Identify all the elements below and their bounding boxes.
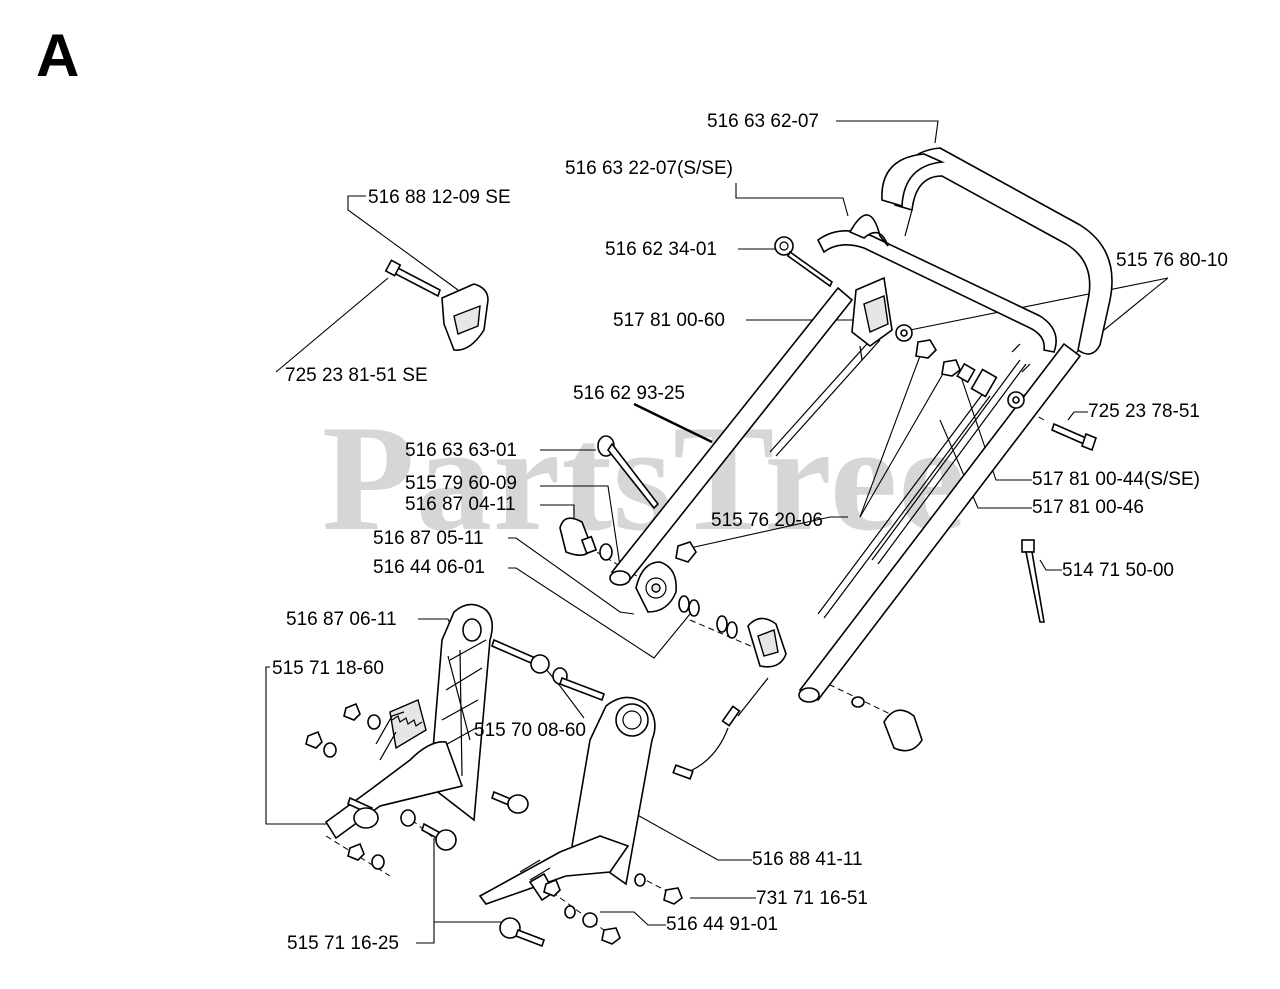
part-label-bottom-washer: 516 44 91-01 xyxy=(666,914,778,935)
upper-bar xyxy=(848,214,889,247)
cable-tie xyxy=(1021,539,1045,623)
part-label-left-bracket: 516 87 06-11 xyxy=(286,609,397,630)
ring-pin xyxy=(774,236,834,288)
bracket-se xyxy=(384,259,489,351)
part-label-bolt-se: 725 23 81-51 SE xyxy=(285,365,428,386)
leader-lines xyxy=(265,120,1169,944)
part-label-ratchet-disc: 516 87 05-11 xyxy=(373,528,484,549)
cable-end xyxy=(672,677,769,780)
part-label-cable-tie: 514 71 50-00 xyxy=(1062,560,1174,581)
part-label-cable-s-se: 517 81 00-44(S/SE) xyxy=(1032,469,1200,490)
part-label-bracket-se: 516 88 12-09 SE xyxy=(368,187,511,208)
knob-left xyxy=(559,517,697,563)
ratchet-disc xyxy=(635,561,738,639)
part-label-lock-nut: 731 71 16-51 xyxy=(756,888,868,909)
part-label-control-lever: 517 81 00-60 xyxy=(613,310,725,331)
bottom-hardware xyxy=(499,873,683,948)
watermark: PartsTree xyxy=(322,394,967,562)
part-label-cable: 517 81 00-46 xyxy=(1032,497,1144,518)
part-label-clip-pin: 516 63 63-01 xyxy=(405,440,517,461)
bolt-right xyxy=(1051,422,1097,452)
left-hardware xyxy=(305,702,529,870)
shoulder-bolts xyxy=(491,638,606,702)
right-bracket xyxy=(478,696,656,905)
part-label-bolt-right: 725 23 78-51 xyxy=(1088,401,1200,422)
part-label-bolt-left: 515 71 18-60 xyxy=(272,658,384,679)
part-label-carriage-bolt: 515 71 16-25 xyxy=(287,933,399,954)
part-label-lower-handle: 516 62 93-25 xyxy=(573,383,685,404)
clip-pin xyxy=(597,435,660,510)
part-label-knob-left: 516 87 04-11 xyxy=(405,494,516,515)
right-handle-tube xyxy=(798,342,1082,703)
part-label-washer: 515 76 80-10 xyxy=(1116,250,1228,271)
part-label-spring: 516 44 06-01 xyxy=(373,557,485,578)
ratchet-right xyxy=(747,617,923,752)
part-label-upper-bar: 516 63 22-07(S/SE) xyxy=(565,158,733,179)
part-label-right-bracket: 516 88 41-11 xyxy=(752,849,863,870)
control-lever xyxy=(851,276,893,361)
handle-hardware xyxy=(895,324,1025,409)
left-handle-tube xyxy=(609,286,854,586)
section-letter: A xyxy=(36,22,80,89)
part-label-ring-pin: 516 62 34-01 xyxy=(605,239,717,260)
part-label-handle: 516 63 62-07 xyxy=(707,111,819,132)
part-label-spacer: 515 79 60-09 xyxy=(405,473,517,494)
cables xyxy=(769,335,1031,619)
part-label-shoulder-bolt: 515 70 08-60 xyxy=(474,720,586,741)
part-label-nut: 515 76 20-06 xyxy=(711,510,823,531)
cable-clips xyxy=(956,362,998,398)
